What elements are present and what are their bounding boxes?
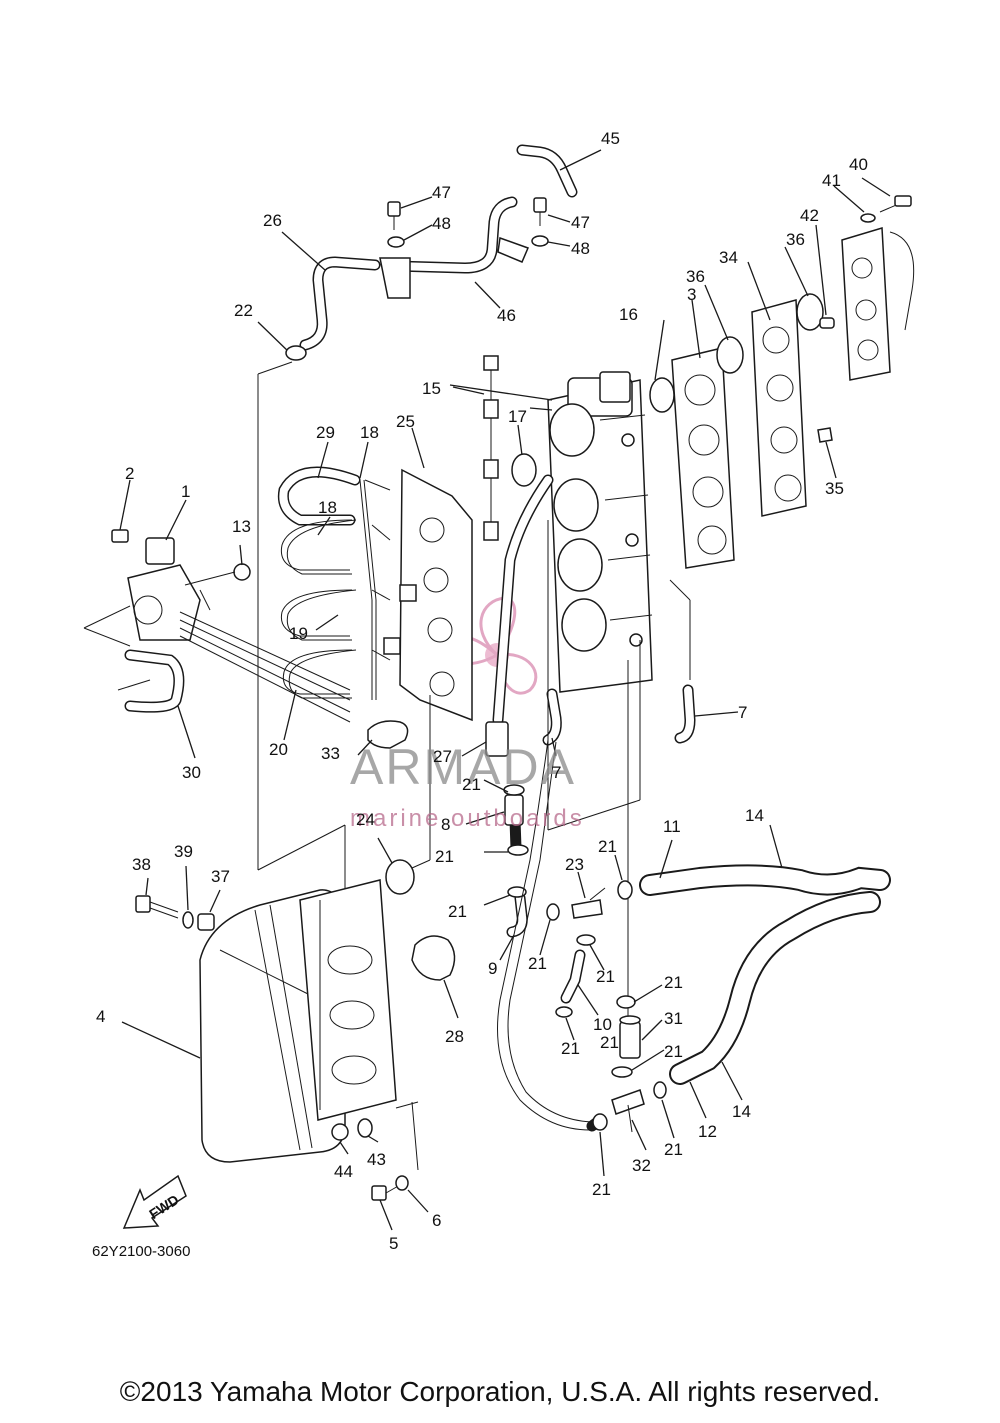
callout-label: 8 <box>441 815 450 834</box>
callout-label: 43 <box>367 1150 386 1169</box>
callout-label: 21 <box>664 1140 683 1159</box>
throttle-body-assembly <box>547 371 653 693</box>
callout-label: 25 <box>396 412 415 431</box>
callout-label: 7 <box>738 703 747 722</box>
callout-label: 47 <box>432 183 451 202</box>
callout-label: 36 <box>786 230 805 249</box>
callout-label: 4 <box>96 1007 105 1026</box>
callout-label: 42 <box>800 206 819 225</box>
callout-label: 16 <box>619 305 638 324</box>
callout-label: 27 <box>433 747 452 766</box>
callout-label: 1 <box>181 482 190 501</box>
callout-label: 30 <box>182 763 201 782</box>
callout-label: 12 <box>698 1122 717 1141</box>
copyright-footer: ©2013 Yamaha Motor Corporation, U.S.A. A… <box>119 1376 881 1407</box>
callout-label: 18 <box>318 498 337 517</box>
callout-label: 28 <box>445 1027 464 1046</box>
callout-label: 13 <box>232 517 251 536</box>
silencer-cover <box>199 879 397 1163</box>
callout-label: 39 <box>174 842 193 861</box>
callout-label: 21 <box>664 1042 683 1061</box>
callout-label: 21 <box>462 775 481 794</box>
callout-label: 23 <box>565 855 584 874</box>
callout-label: 21 <box>448 902 467 921</box>
callout-label: 48 <box>571 239 590 258</box>
callout-label: 19 <box>289 624 308 643</box>
callout-label: 14 <box>745 806 764 825</box>
corrugated-hose <box>639 864 891 1085</box>
callout-labels: 1 2 3 4 5 6 7 7 8 9 10 11 12 13 14 14 15… <box>96 129 868 1253</box>
callout-label: 15 <box>422 379 441 398</box>
callout-label: 17 <box>508 407 527 426</box>
callout-label: 37 <box>211 867 230 886</box>
callout-label: 26 <box>263 211 282 230</box>
callout-label: 48 <box>432 214 451 233</box>
callout-label: 32 <box>632 1156 651 1175</box>
callout-label: 18 <box>360 423 379 442</box>
watermark-brand: ARMADA <box>350 739 576 795</box>
callout-label: 24 <box>356 810 375 829</box>
callout-label: 2 <box>125 464 134 483</box>
callout-label: 21 <box>598 837 617 856</box>
callout-label: 33 <box>321 744 340 763</box>
callout-label: 40 <box>849 155 868 174</box>
callout-label: 10 <box>593 1015 612 1034</box>
callout-label: 21 <box>561 1039 580 1058</box>
hose-bundle <box>277 466 391 700</box>
diagram-code: 62Y2100-3060 <box>92 1243 190 1260</box>
callout-label: 35 <box>825 479 844 498</box>
callout-label: 31 <box>664 1009 683 1028</box>
callout-label: 36 <box>686 267 705 286</box>
callout-label: 44 <box>334 1162 353 1181</box>
callout-label: 5 <box>389 1234 398 1253</box>
callout-label: 21 <box>528 954 547 973</box>
callout-label: 21 <box>435 847 454 866</box>
callout-label: 46 <box>497 306 516 325</box>
callout-label: 21 <box>600 1033 619 1052</box>
callout-label: 21 <box>664 973 683 992</box>
sensor-assembly <box>127 564 351 723</box>
callout-label: 21 <box>596 967 615 986</box>
callout-label: 22 <box>234 301 253 320</box>
callout-label: 3 <box>687 285 696 304</box>
callout-label: 14 <box>732 1102 751 1121</box>
callout-label: 38 <box>132 855 151 874</box>
callout-label: 7 <box>552 763 561 782</box>
callout-label: 41 <box>822 171 841 190</box>
fwd-arrow-icon: FWD <box>122 1174 187 1229</box>
callout-label: 47 <box>571 213 590 232</box>
callout-label: 11 <box>663 817 681 836</box>
watermark-tagline: marine outboards <box>350 805 585 832</box>
callout-label: 34 <box>719 248 738 267</box>
callout-label: 21 <box>592 1180 611 1199</box>
callout-label: 29 <box>316 423 335 442</box>
callout-label: 9 <box>488 959 497 978</box>
callout-label: 20 <box>269 740 288 759</box>
callout-label: 6 <box>432 1211 441 1230</box>
callout-label: 45 <box>601 129 620 148</box>
